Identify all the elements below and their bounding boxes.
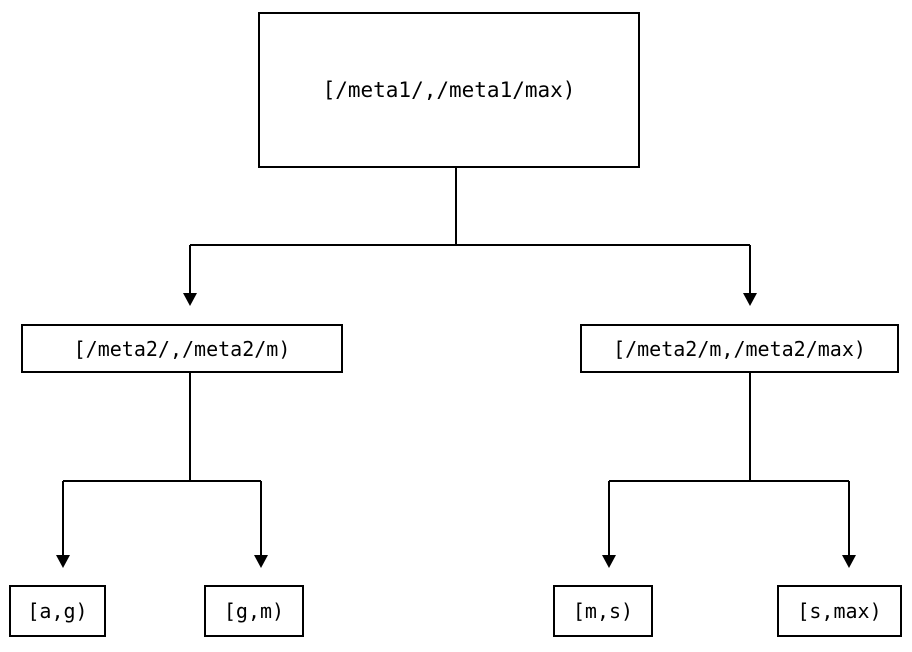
- arrowhead-midright-ms: [602, 555, 616, 568]
- tree-node-root[interactable]: [/meta1/,/meta1/max): [258, 12, 640, 168]
- tree-node-leaf-gm-label: [g,m): [223, 599, 285, 623]
- tree-node-leaf-ag[interactable]: [a,g): [9, 585, 106, 637]
- tree-node-leaf-ms-label: [m,s): [572, 599, 634, 623]
- tree-node-mid-left[interactable]: [/meta2/,/meta2/m): [21, 324, 343, 373]
- arrowhead-midleft-gm: [254, 555, 268, 568]
- tree-node-leaf-gm[interactable]: [g,m): [204, 585, 304, 637]
- arrowhead-midright-smax: [842, 555, 856, 568]
- arrowhead-midleft-ag: [56, 555, 70, 568]
- arrowhead-root-midleft: [183, 293, 197, 306]
- tree-node-mid-right[interactable]: [/meta2/m,/meta2/max): [580, 324, 899, 373]
- tree-node-mid-right-label: [/meta2/m,/meta2/max): [613, 336, 866, 361]
- tree-node-leaf-ms[interactable]: [m,s): [553, 585, 653, 637]
- tree-node-leaf-smax[interactable]: [s,max): [777, 585, 902, 637]
- tree-node-root-label: [/meta1/,/meta1/max): [322, 77, 576, 102]
- tree-node-leaf-ag-label: [a,g): [27, 599, 88, 623]
- arrowhead-root-midright: [743, 293, 757, 306]
- tree-node-mid-left-label: [/meta2/,/meta2/m): [73, 336, 291, 361]
- tree-node-leaf-smax-label: [s,max): [797, 599, 882, 623]
